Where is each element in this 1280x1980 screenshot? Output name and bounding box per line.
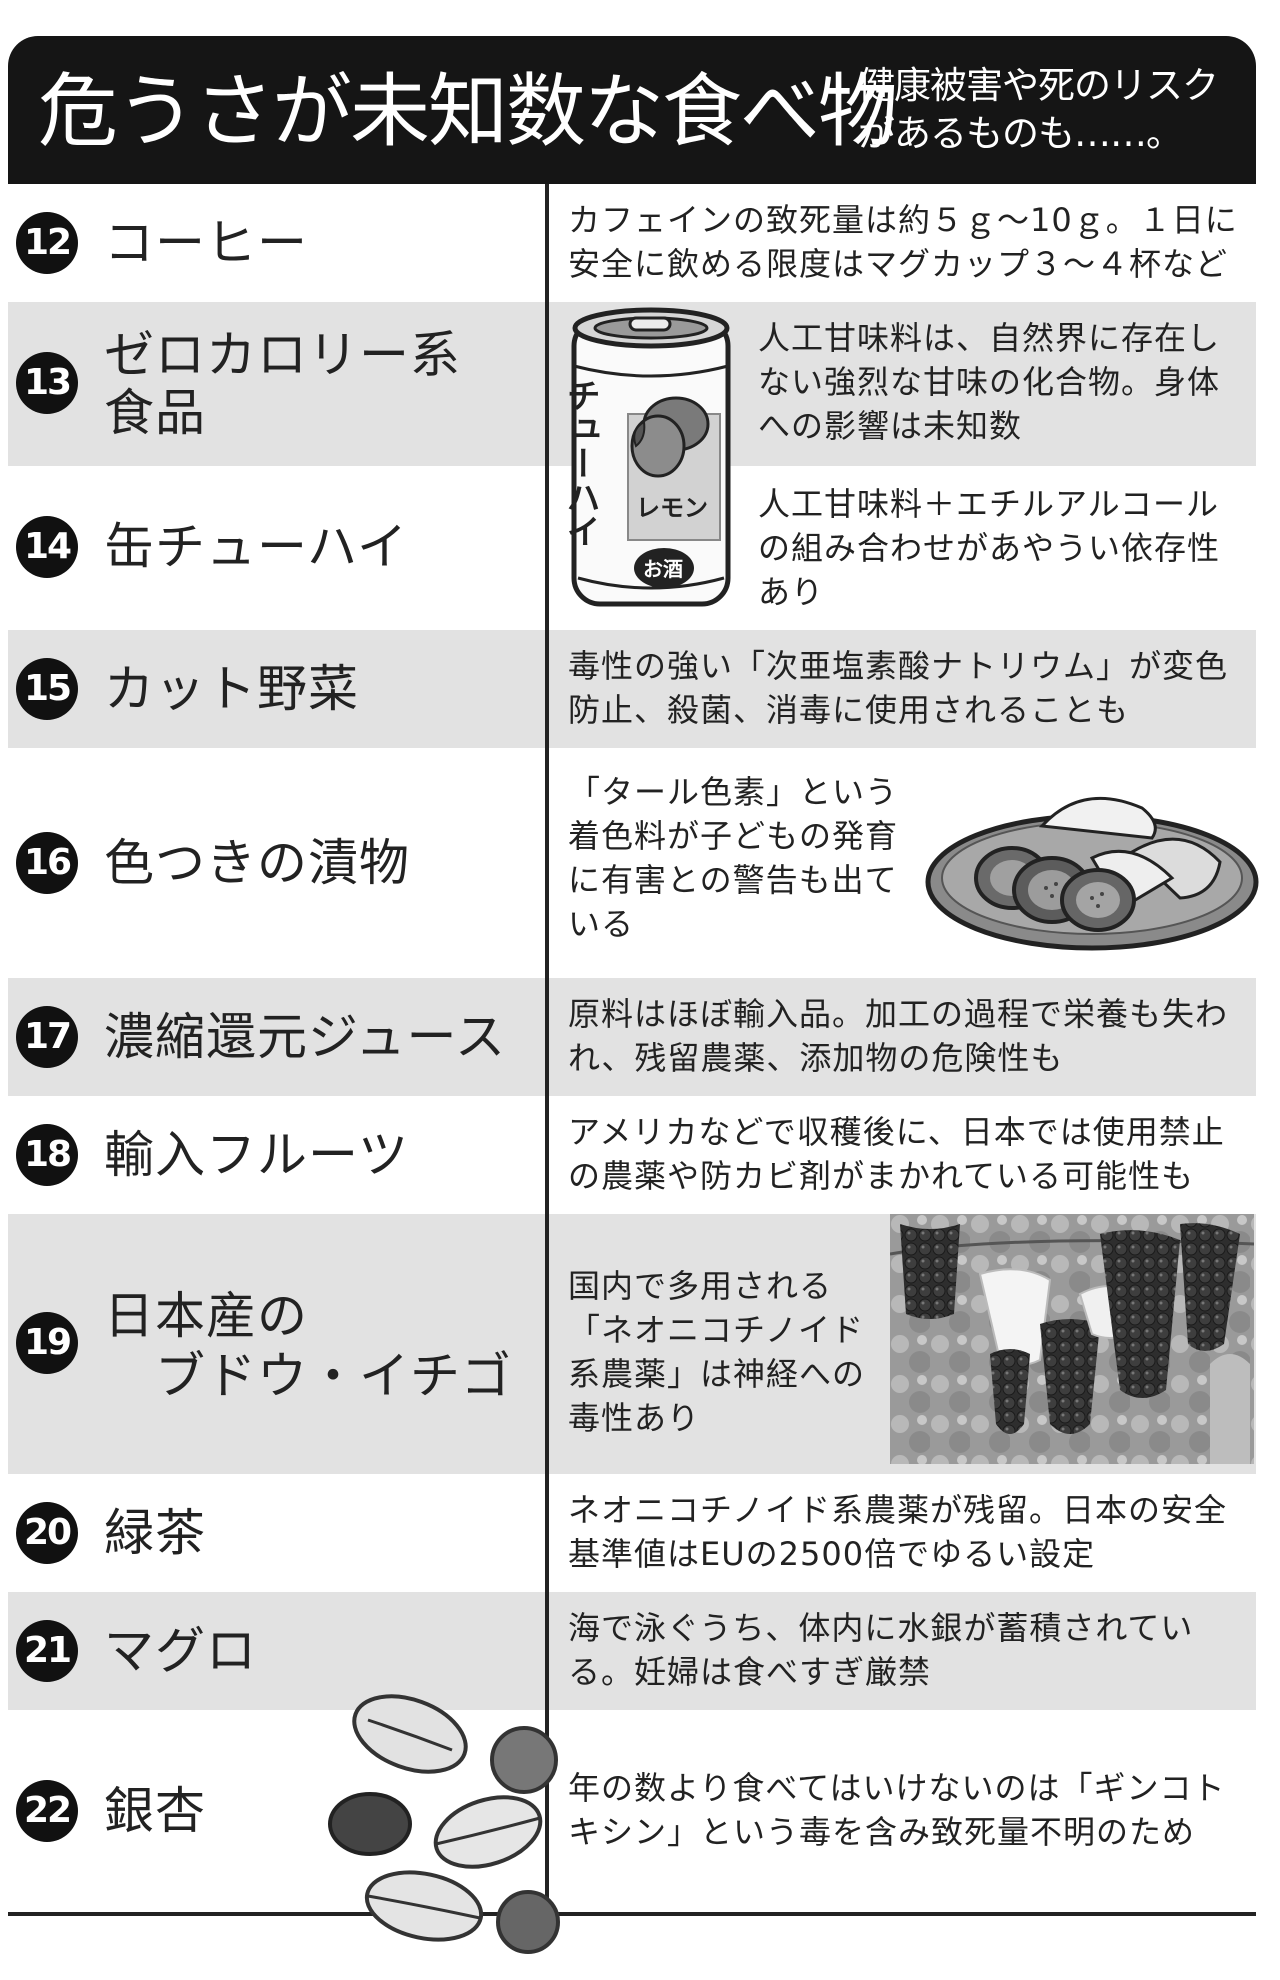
food-description: アメリカなどで収穫後に、日本では使用禁止の農薬や防カビ剤がまかれている可能性も bbox=[568, 1113, 1225, 1195]
food-description: 年の数より食べてはいけないのは「ギンコトキシン」という毒を含み致死量不明のため bbox=[568, 1769, 1226, 1851]
food-description: 海で泳ぐうち、体内に水銀が蓄積されている。妊婦は食べすぎ厳禁 bbox=[568, 1609, 1194, 1691]
food-description: 人工甘味料は、自然界に存在しない強烈な甘味の化合物。身体への影響は未知数 bbox=[758, 319, 1221, 445]
food-name: マグロ bbox=[104, 1622, 257, 1680]
food-name: 銀杏 bbox=[104, 1782, 206, 1840]
number-badge: 17 bbox=[16, 1006, 78, 1068]
table-row: 18 輸入フルーツ アメリカなどで収穫後に、日本では使用禁止の農薬や防カビ剤がま… bbox=[8, 1096, 1256, 1214]
svg-text:チューハイ: チューハイ bbox=[566, 378, 600, 548]
number-badge: 18 bbox=[16, 1124, 78, 1186]
table-row: 22 銀杏 年の数より食べてはいけないのは「ギンコトキシン」という毒を含み致死量… bbox=[8, 1710, 1256, 1914]
number-badge: 15 bbox=[16, 658, 78, 720]
food-description: 人工甘味料＋エチルアルコールの組み合わせがあやうい依存性あり bbox=[758, 485, 1221, 611]
number-badge: 14 bbox=[16, 516, 78, 578]
bottom-rule bbox=[8, 1912, 1256, 1916]
header-banner: 危うさが未知数な食べ物 健康被害や死のリスクがあるものも……。 bbox=[8, 36, 1256, 184]
number-badge: 22 bbox=[16, 1780, 78, 1842]
ginkgo-nuts-illustration bbox=[328, 1694, 560, 1954]
food-name: 缶チューハイ bbox=[104, 518, 408, 576]
table-row: 15 カット野菜 毒性の強い「次亜塩素酸ナトリウム」が変色防止、殺菌、消毒に使用… bbox=[8, 630, 1256, 748]
number-badge: 19 bbox=[16, 1312, 78, 1374]
page-subtitle: 健康被害や死のリスクがあるものも……。 bbox=[858, 64, 1219, 155]
food-name: 輸入フルーツ bbox=[104, 1126, 409, 1184]
can-flavor-text: レモン bbox=[636, 494, 708, 522]
food-name: 緑茶 bbox=[104, 1504, 206, 1562]
table-row: 17 濃縮還元ジュース 原料はほぼ輸入品。加工の過程で栄養も失われ、残留農薬、添… bbox=[8, 978, 1256, 1096]
food-name: コーヒー bbox=[104, 214, 308, 272]
number-badge: 21 bbox=[16, 1620, 78, 1682]
food-description: ネオニコチノイド系農薬が残留。日本の安全基準値はEUの2500倍でゆるい設定 bbox=[568, 1491, 1228, 1573]
food-description: 毒性の強い「次亜塩素酸ナトリウム」が変色防止、殺菌、消毒に使用されることも bbox=[568, 647, 1229, 729]
food-name: ゼロカロリー系 食品 bbox=[104, 326, 461, 442]
food-name: 色つきの漬物 bbox=[104, 834, 410, 892]
food-name: 日本産の ブドウ・イチゴ bbox=[104, 1287, 512, 1405]
pickles-plate-illustration bbox=[925, 796, 1259, 951]
can-brand-text: チューハイ bbox=[566, 378, 600, 548]
food-description: カフェインの致死量は約５ｇ〜10ｇ。１日に安全に飲める限度はマグカップ３〜４杯な… bbox=[568, 201, 1238, 283]
grapes-photo bbox=[890, 1214, 1254, 1464]
food-name: 濃縮還元ジュース bbox=[104, 1008, 506, 1066]
column-divider bbox=[545, 184, 549, 1914]
food-description: 原料はほぼ輸入品。加工の過程で栄養も失われ、残留農薬、添加物の危険性も bbox=[568, 995, 1229, 1077]
number-badge: 12 bbox=[16, 212, 78, 274]
page-title: 危うさが未知数な食べ物 bbox=[38, 65, 898, 158]
number-badge: 13 bbox=[16, 352, 78, 414]
table-row: 12 コーヒー カフェインの致死量は約５ｇ〜10ｇ。１日に安全に飲める限度はマグ… bbox=[8, 184, 1256, 302]
table-row: 20 緑茶 ネオニコチノイド系農薬が残留。日本の安全基準値はEUの2500倍でゆ… bbox=[8, 1474, 1256, 1592]
table-row: 21 マグロ 海で泳ぐうち、体内に水銀が蓄積されている。妊婦は食べすぎ厳禁 bbox=[8, 1592, 1256, 1710]
food-description: 「タール色素」という着色料が子どもの発育に有害との警告も出ている bbox=[568, 773, 899, 943]
number-badge: 20 bbox=[16, 1502, 78, 1564]
can-badge-text: お酒 bbox=[643, 557, 683, 581]
chuhai-can-illustration: チューハイ レモン お酒 bbox=[566, 307, 731, 607]
food-description: 国内で多用される「ネオニコチノイド系農薬」は神経への毒性あり bbox=[568, 1267, 866, 1437]
food-name: カット野菜 bbox=[104, 660, 359, 718]
number-badge: 16 bbox=[16, 832, 78, 894]
